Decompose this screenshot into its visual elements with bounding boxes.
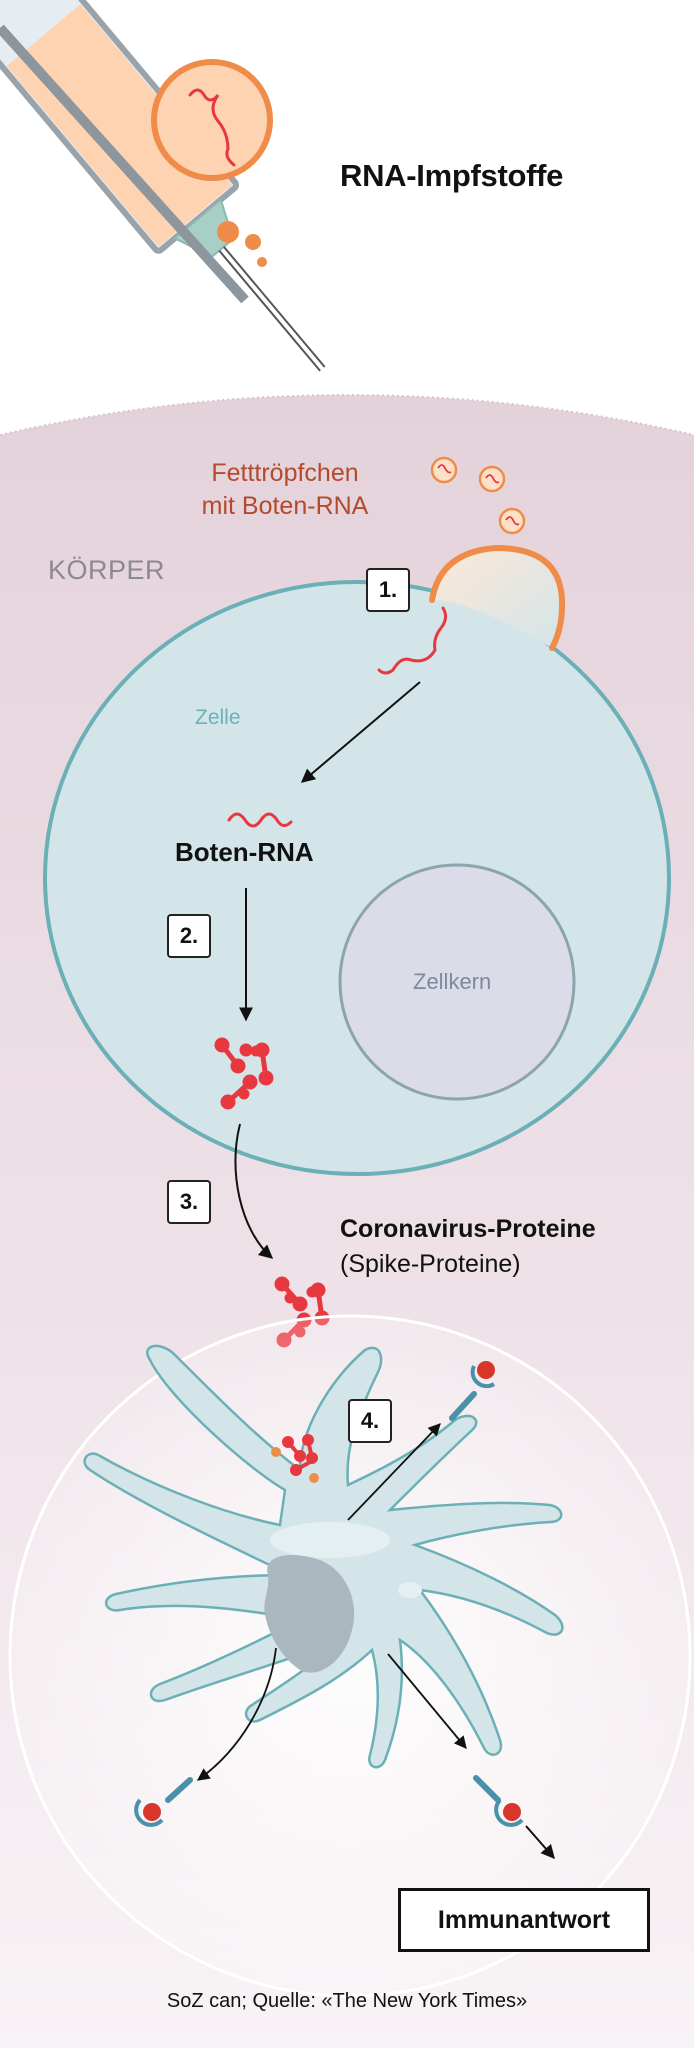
immune-cell-icon xyxy=(83,1344,564,1769)
nucleus-label: Zellkern xyxy=(413,969,492,994)
receptor-icon xyxy=(473,1775,524,1827)
nucleus xyxy=(338,863,576,1101)
body-edge xyxy=(0,394,694,436)
diagram-title: RNA-Impfstoffe xyxy=(340,158,564,193)
spike-protein-icon xyxy=(214,1037,274,1110)
body-label: KÖRPER xyxy=(48,555,166,585)
cell-label: Zelle xyxy=(195,706,241,729)
lipid-droplet-label-line1: Fetttröpfchen xyxy=(211,459,359,487)
immune-response-box: Immunantwort xyxy=(398,1888,650,1952)
rna-strand-icon xyxy=(227,812,293,828)
messenger-rna-label: Boten-RNA xyxy=(175,837,314,867)
source-credit: SoZ can; Quelle: «The New York Times» xyxy=(166,1990,528,2012)
lipid-droplet-label-line2: mit Boten-RNA xyxy=(201,492,369,520)
syringe-icon xyxy=(0,0,326,372)
coronavirus-proteins-label: Coronavirus-Proteine xyxy=(340,1215,596,1243)
fusing-droplet xyxy=(432,548,563,648)
receptor-icon xyxy=(134,1777,193,1827)
receptor-icon xyxy=(449,1361,496,1421)
step-4-badge: 4. xyxy=(348,1399,392,1443)
step-1-badge: 1. xyxy=(366,568,410,612)
immune-nucleus xyxy=(264,1555,355,1673)
lipid-droplet-label: Fetttröpfchen mit Boten-RNA xyxy=(180,457,390,523)
lipid-droplet-icon xyxy=(151,59,273,181)
rna-strand-icon xyxy=(188,88,236,167)
step-2-badge: 2. xyxy=(167,914,211,958)
spike-proteins-label: (Spike-Proteine) xyxy=(340,1250,521,1278)
lipid-droplets xyxy=(430,456,526,535)
rna-strand-icon xyxy=(377,606,448,675)
step-3-badge: 3. xyxy=(167,1180,211,1224)
cell xyxy=(43,580,671,1176)
